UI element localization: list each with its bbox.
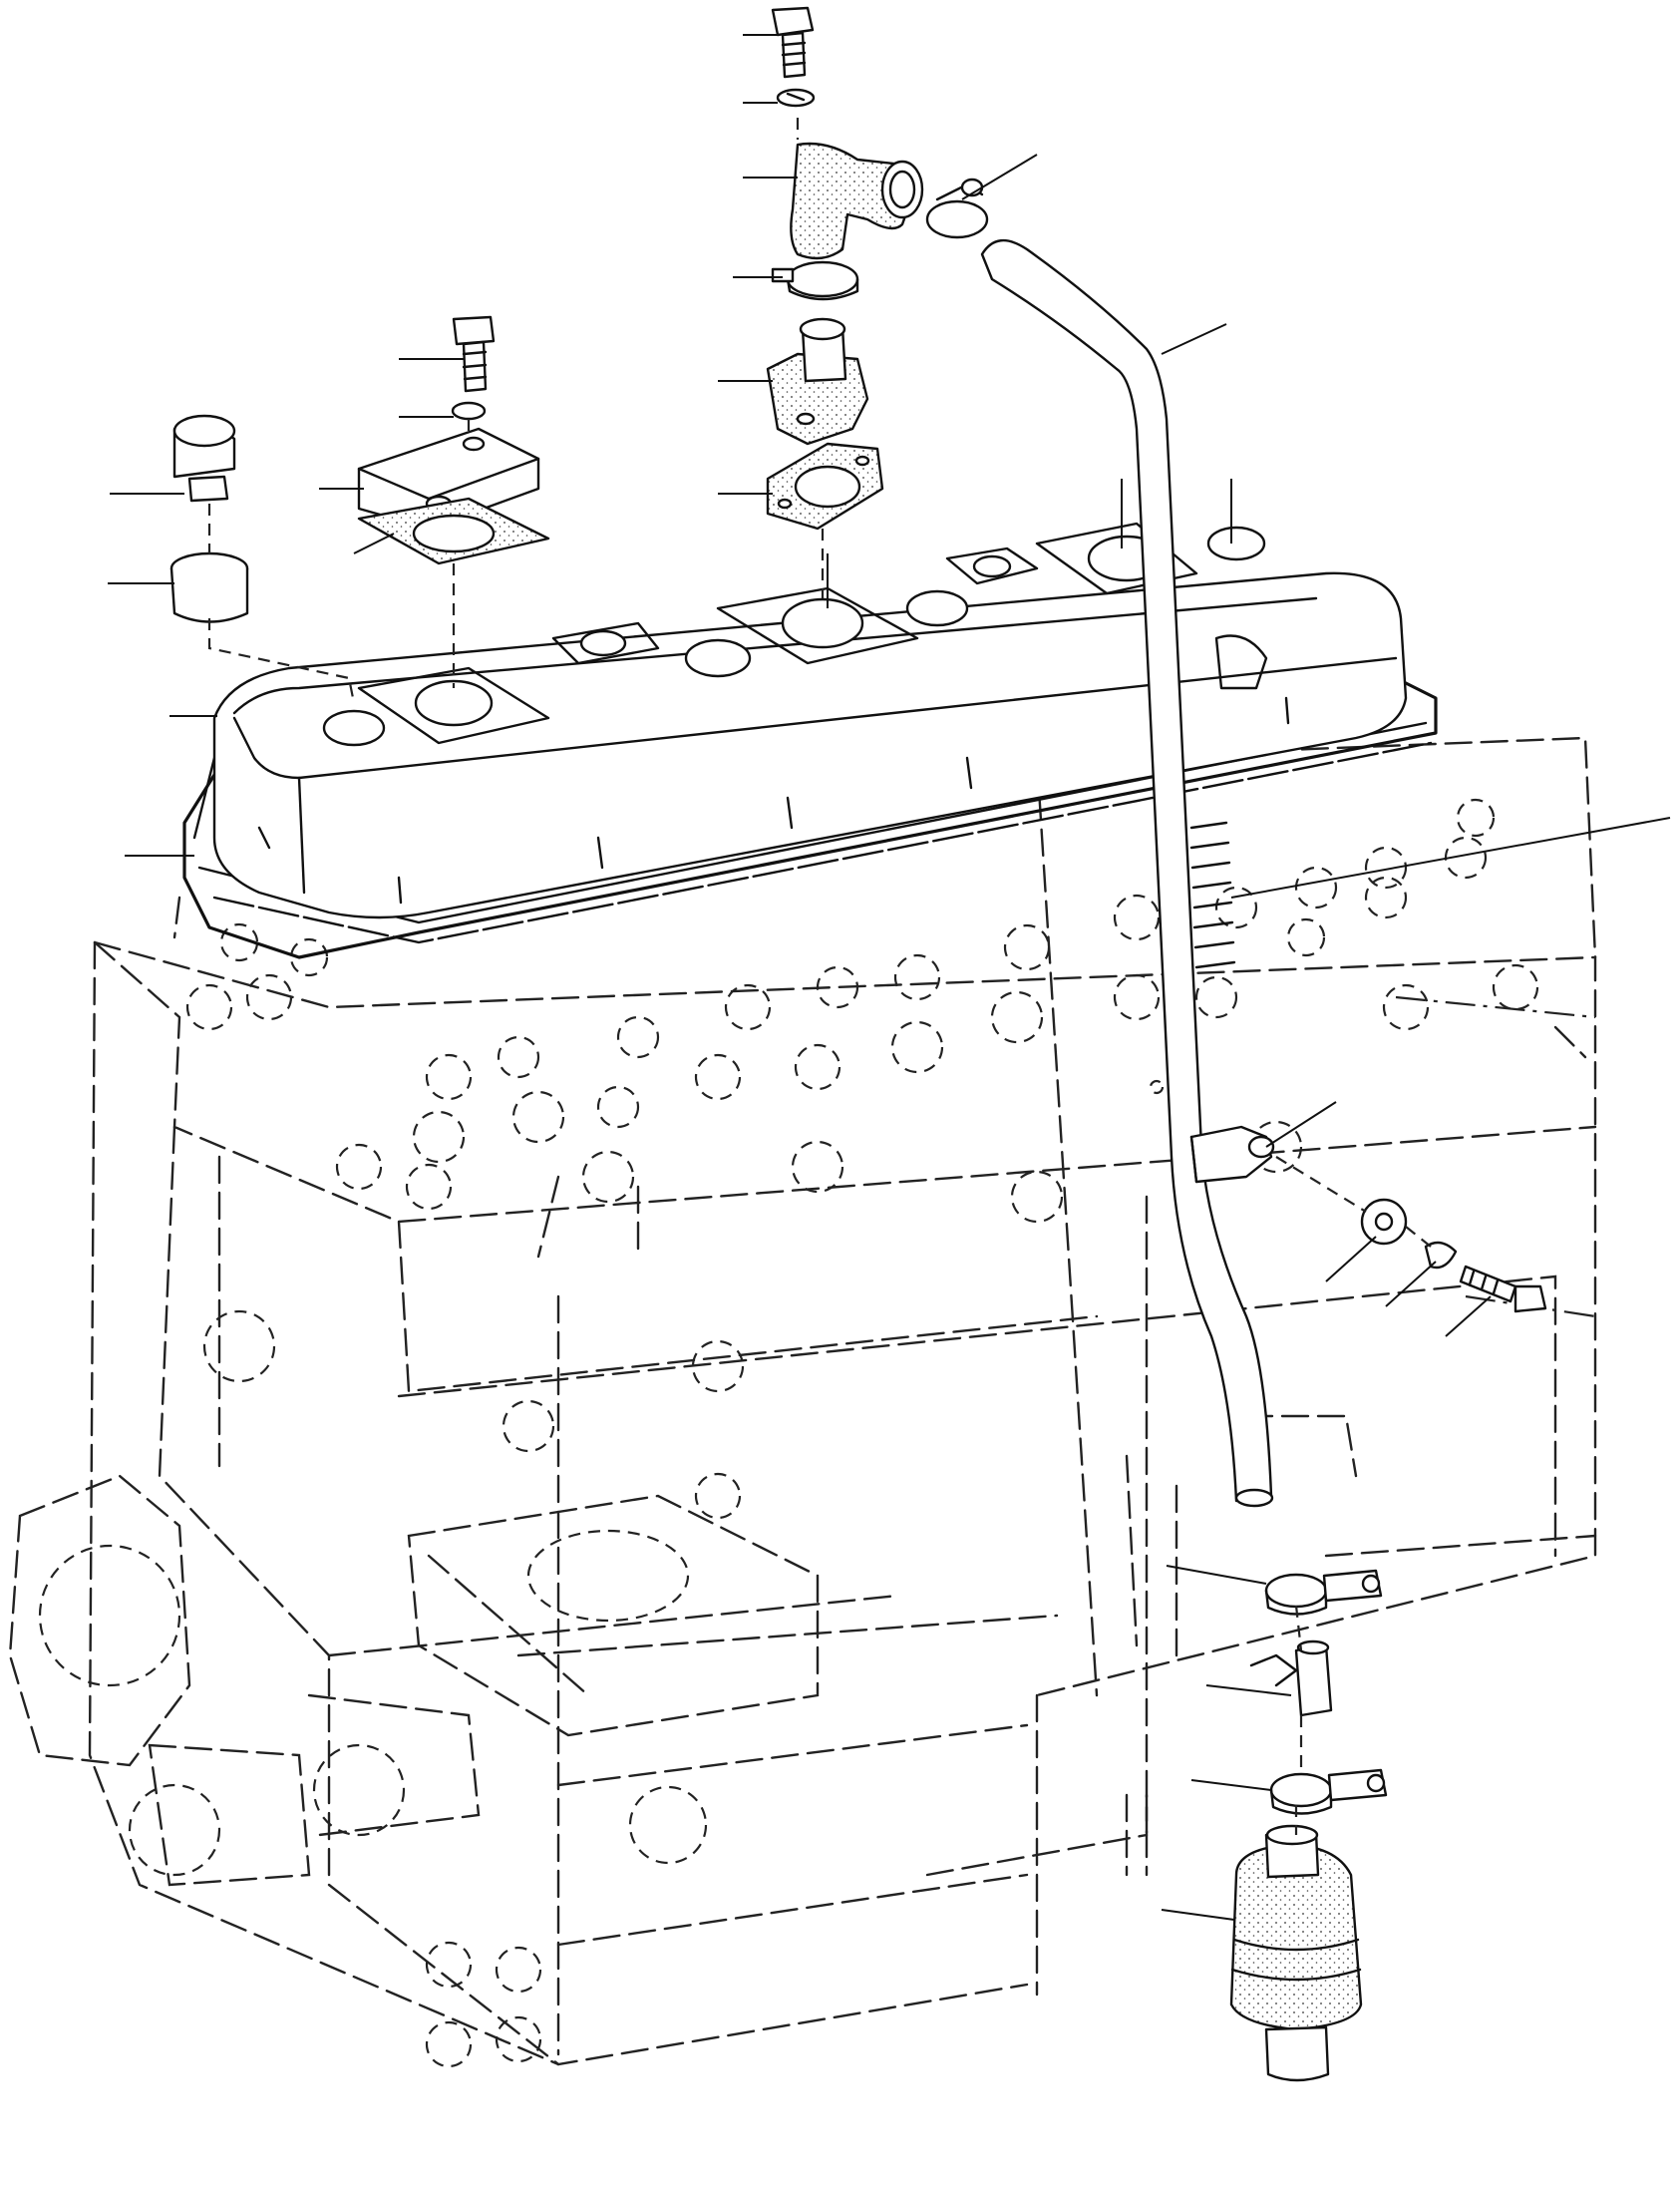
leader-6: [1161, 323, 1227, 355]
cover-plate-assembly: [169, 315, 550, 623]
callout-leaders: [108, 34, 1671, 1921]
leader-24: [1445, 1295, 1492, 1337]
mounting-hardware: [1360, 1198, 1547, 1313]
lower-hardware: [1125, 1569, 1388, 2082]
leader-13: [353, 533, 395, 554]
elbow-assembly: [766, 6, 989, 531]
leader-4: [961, 154, 1038, 200]
engine-block-phantom: [8, 736, 1597, 2068]
leader-27: [1190, 1779, 1272, 1791]
leader-26: [1205, 1684, 1292, 1696]
leader-21: [1265, 1101, 1337, 1148]
leader-23: [1385, 1261, 1437, 1307]
leader-20: [1230, 817, 1671, 899]
alignment-lines: [207, 118, 1432, 1835]
leader-28: [1161, 1909, 1235, 1921]
rocker-cover: [182, 522, 1438, 959]
leader-22: [1325, 1236, 1377, 1282]
leader-25: [1166, 1565, 1267, 1585]
breather-tube: [980, 239, 1275, 1508]
